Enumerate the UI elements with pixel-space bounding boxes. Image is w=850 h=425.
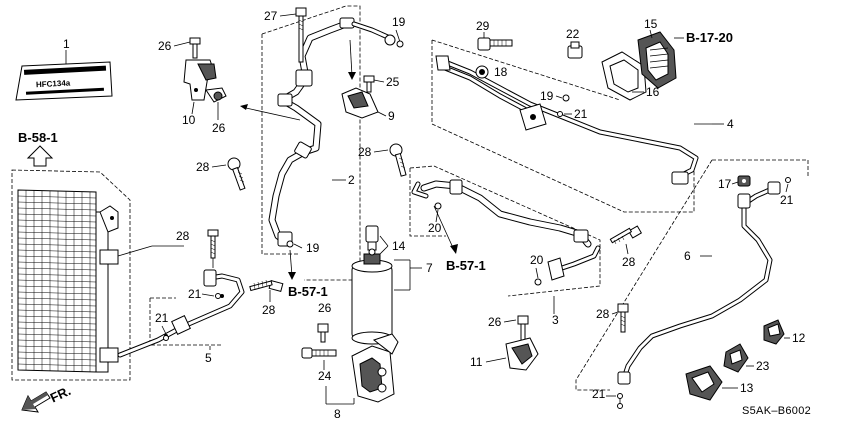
bolt-26-lower — [317, 323, 329, 343]
callout-26-a: 26 — [158, 39, 172, 53]
callout-16: 16 — [646, 85, 660, 99]
ref-b57-1-mid: B-57-1 — [446, 258, 486, 273]
bolt-28-lower-right — [617, 303, 629, 333]
callout-3: 3 — [552, 313, 559, 327]
front-arrow-icon — [21, 391, 51, 413]
callout-28-d: 28 — [358, 145, 372, 159]
callout-6: 6 — [684, 249, 691, 263]
callout-28-e: 28 — [622, 255, 636, 269]
ref-b17-20: B-17-20 — [686, 30, 733, 45]
clamp-part-13 — [685, 365, 723, 401]
callout-21-d: 21 — [780, 193, 794, 207]
callout-26-b: 26 — [212, 121, 226, 135]
label-plate-text: HFC134a — [36, 78, 71, 89]
clamp-part-23 — [723, 343, 749, 373]
callout-26-d: 26 — [488, 315, 502, 329]
seal-part-16 — [601, 51, 647, 101]
callout-26-c: 26 — [318, 301, 332, 315]
bolt-27 — [295, 7, 307, 63]
callout-19-a: 19 — [392, 15, 406, 29]
callout-5: 5 — [205, 351, 212, 365]
callout-15: 15 — [644, 17, 658, 31]
callout-21-b: 21 — [155, 311, 169, 325]
cap-part-22 — [567, 41, 583, 59]
callout-10: 10 — [182, 113, 196, 127]
hose-part-3 — [409, 165, 601, 297]
bolt-28-right — [609, 225, 643, 245]
callout-7: 7 — [426, 261, 433, 275]
callout-27: 27 — [264, 9, 278, 23]
hfc134a-label-plate: HFC134a — [15, 50, 113, 101]
hose-part-2 — [240, 5, 396, 281]
diagram-code: S5AK–B6002 — [742, 405, 811, 417]
callout-20-a: 20 — [428, 221, 442, 235]
callout-18: 18 — [494, 65, 508, 79]
bolt-28-center — [389, 143, 407, 177]
callout-29: 29 — [476, 19, 490, 33]
up-arrow-icon — [26, 145, 54, 167]
callout-25: 25 — [386, 75, 400, 89]
callout-21-e: 21 — [592, 387, 606, 401]
callout-9: 9 — [388, 109, 395, 123]
bolt-28-condenser — [207, 229, 219, 268]
callout-21-c: 21 — [574, 107, 588, 121]
callout-19-c: 19 — [540, 89, 554, 103]
callout-17: 17 — [718, 177, 732, 191]
callout-8: 8 — [334, 407, 341, 421]
callout-11: 11 — [470, 355, 483, 369]
bracket-part-11 — [505, 315, 539, 371]
ref-b58-1: B-58-1 — [18, 130, 58, 145]
bolt-28-mid-left — [227, 157, 246, 191]
pipe-part-4 — [431, 39, 699, 213]
condenser — [11, 169, 184, 381]
callout-28-c: 28 — [196, 160, 210, 174]
bracket-part-8 — [351, 333, 399, 403]
callout-2: 2 — [348, 173, 355, 187]
callout-14: 14 — [392, 239, 406, 253]
callout-12: 12 — [792, 331, 806, 345]
bolt-24 — [301, 347, 337, 359]
nut-17 — [737, 175, 751, 187]
clamp-part-12 — [763, 319, 785, 345]
bolt-28-lower-left — [249, 279, 284, 302]
pipe-part-6 — [575, 159, 809, 391]
nut-18 — [475, 65, 489, 79]
callout-4: 4 — [727, 117, 734, 131]
callout-28-f: 28 — [596, 307, 610, 321]
callout-28-a: 28 — [176, 229, 190, 243]
pipe-part-5 — [117, 269, 245, 358]
callout-20-b: 20 — [530, 253, 544, 267]
callout-13: 13 — [740, 381, 754, 395]
callout-24: 24 — [318, 369, 332, 383]
callout-1: 1 — [63, 37, 70, 51]
bracket-part-9 — [341, 39, 379, 119]
bracket-part-10 — [183, 37, 227, 103]
callout-23: 23 — [756, 359, 770, 373]
ref-b57-1-left: B-57-1 — [288, 284, 328, 299]
callout-19-b: 19 — [306, 241, 320, 255]
callout-22: 22 — [566, 27, 580, 41]
seal-part-15 — [637, 31, 677, 89]
callout-21-a: 21 — [188, 287, 202, 301]
callout-28-b: 28 — [262, 303, 276, 317]
